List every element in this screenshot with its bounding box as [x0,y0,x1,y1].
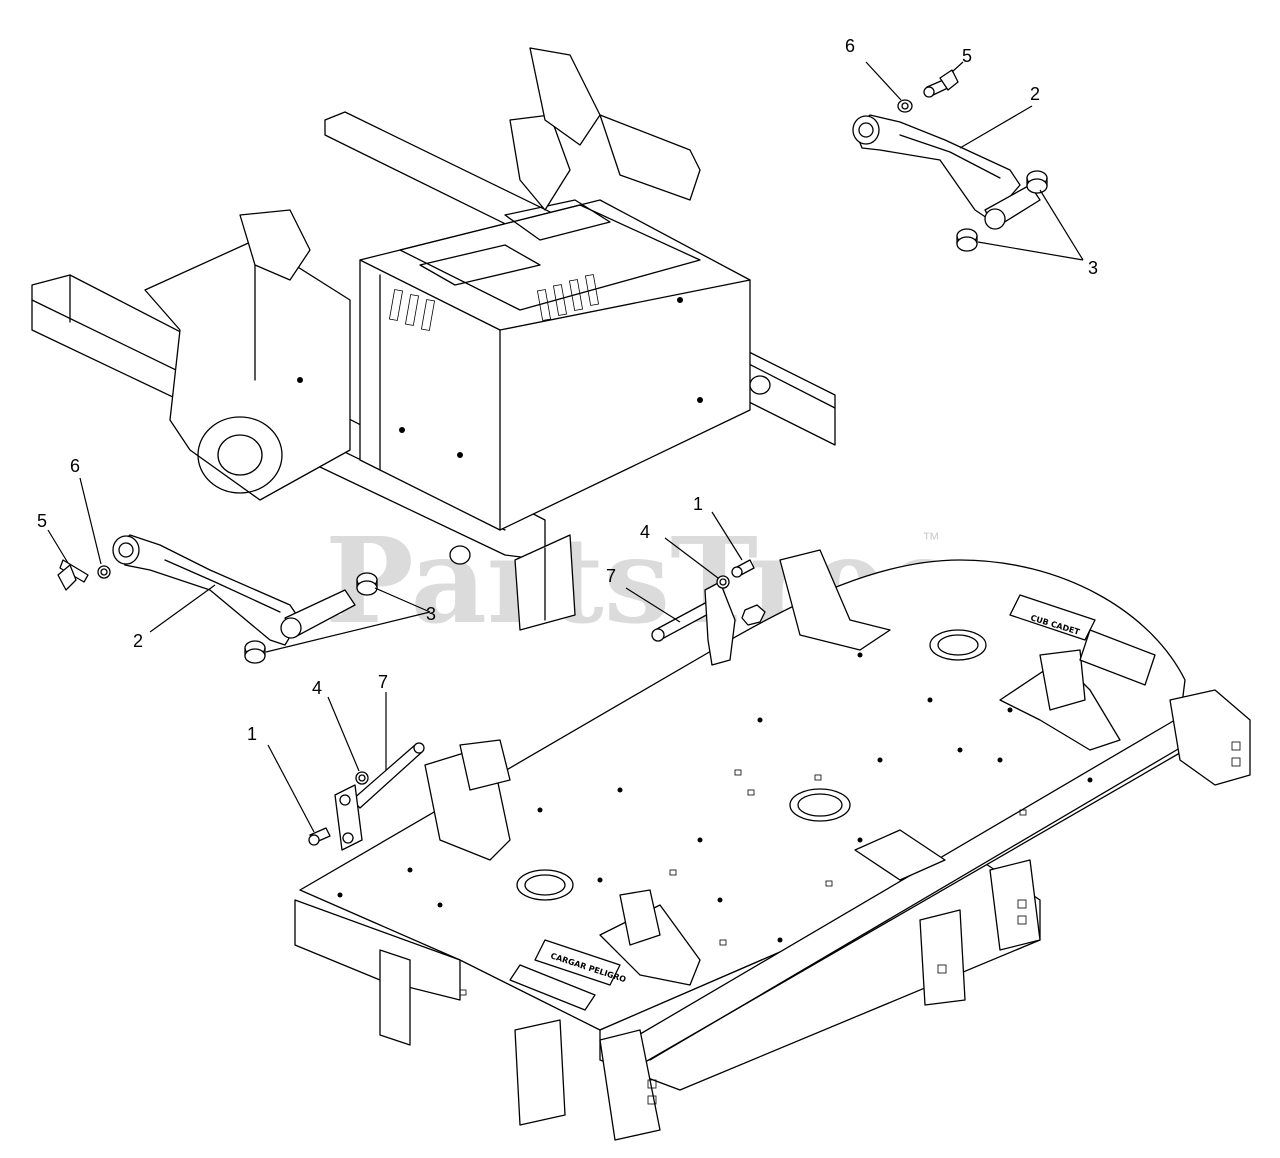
callout-bolt-left: 5 [37,511,47,531]
bushings-right [956,170,1048,252]
tractor-frame [31,47,836,631]
bolt-right [923,69,959,98]
callout-bolt-top-right: 5 [962,46,972,66]
callout-arm-left: 2 [133,631,143,651]
top-right-lift-arm-assembly: 6 5 2 3 [845,36,1098,278]
lift-arm-left [112,534,356,646]
left-lift-arm-assembly: 6 5 2 3 [37,456,436,664]
mower-deck: CUB CADET CARGAR PELIGRO [294,549,1251,1141]
callout-nut-center: 4 [640,522,650,542]
watermark-trademark: ™ [922,529,940,549]
nut-right [897,99,913,113]
center-pin-assembly: 1 4 7 [606,494,766,666]
callout-nut-top-right: 6 [845,36,855,56]
bushings-left [244,572,378,664]
nut-left [97,565,111,579]
callout-arm-top-right: 2 [1030,84,1040,104]
callout-bushing-top-right: 3 [1088,258,1098,278]
callout-bolt-center: 1 [693,494,703,514]
callout-nut-left: 6 [70,456,80,476]
callout-pin-center: 7 [606,566,616,586]
lower-left-pin-assembly: 1 4 7 [247,672,425,851]
lift-arm-right [852,114,1041,230]
callout-bushing-left: 3 [426,604,436,624]
bolt-left [57,559,89,591]
callout-pin-lower-left: 7 [378,672,388,692]
callout-bolt-lower-left: 1 [247,724,257,744]
callout-nut-lower-left: 4 [312,678,322,698]
